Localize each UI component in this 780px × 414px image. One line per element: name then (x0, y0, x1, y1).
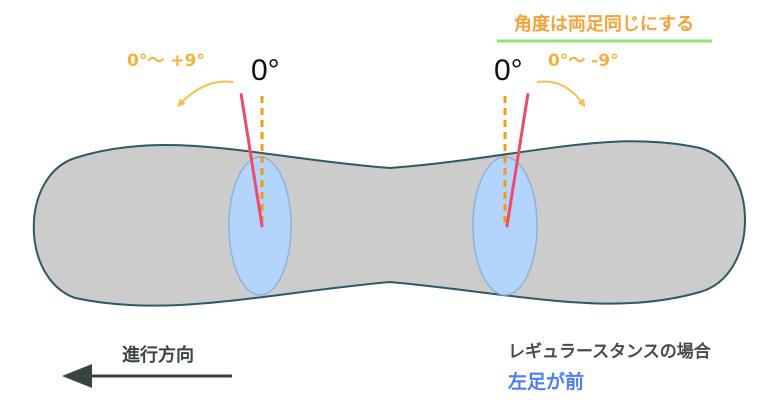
same-angle-note: 角度は両足同じにする (514, 13, 694, 35)
snowboard-deck (32, 140, 746, 307)
stance-title: レギュラースタンスの場合 (508, 341, 712, 362)
stance-lead-foot: 左足が前 (508, 370, 584, 393)
front-binding-plate (228, 156, 292, 296)
front-binding-angle-line (239, 93, 264, 228)
clockwise-rotation-arrow-icon (536, 80, 586, 108)
direction-label: 進行方向 (122, 344, 194, 366)
rear-binding-zero-label: 0° (494, 54, 523, 87)
rear-binding (472, 80, 586, 296)
counterclockwise-rotation-arrow-icon (177, 80, 234, 107)
rear-binding-range-label: 0°〜 -9° (548, 51, 619, 71)
rear-binding-angle-line (505, 93, 530, 228)
front-binding (177, 80, 292, 296)
rear-binding-plate (472, 156, 538, 296)
front-binding-zero-label: 0° (251, 54, 280, 87)
arrow-left-icon (62, 364, 232, 388)
front-binding-range-label: 0°〜 +9° (127, 51, 205, 71)
